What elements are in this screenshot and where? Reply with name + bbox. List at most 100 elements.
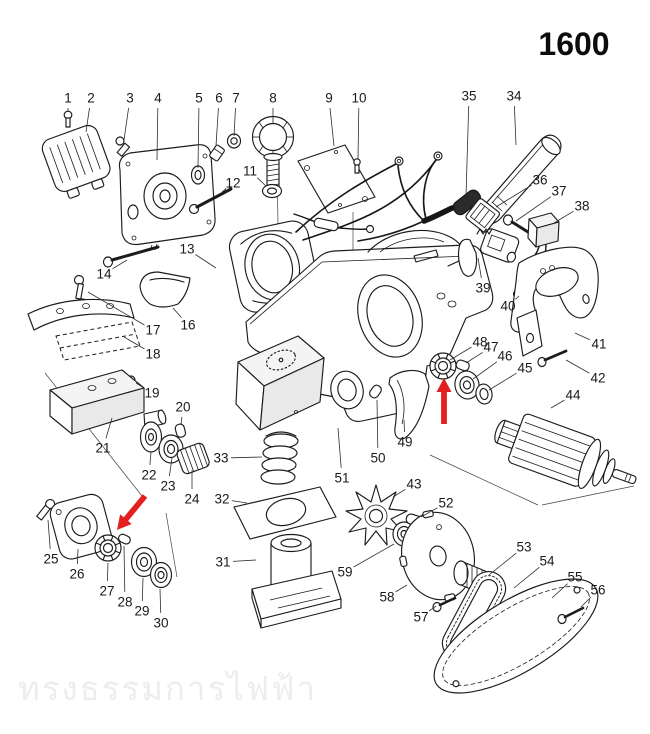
leader-line-part-57	[428, 605, 437, 612]
part-number-32: 32	[214, 492, 229, 507]
part-48-toothed-lock-washer	[429, 352, 457, 380]
part-number-55: 55	[567, 570, 582, 585]
part-30-washer	[149, 561, 173, 589]
part-number-57: 57	[413, 610, 428, 625]
part-16-drum-clamp	[139, 271, 191, 308]
leader-line-part-51	[337, 427, 342, 469]
leader-line-part-37	[515, 196, 552, 222]
part-20-pin	[174, 423, 187, 438]
part-49-chip-deflector	[388, 369, 430, 440]
part-number-46: 46	[497, 349, 512, 364]
part-number-24: 24	[184, 492, 200, 507]
part-number-26: 26	[69, 567, 84, 582]
part-number-42: 42	[590, 371, 605, 386]
part-number-29: 29	[134, 604, 149, 619]
leader-line-part-41	[574, 332, 591, 341]
part-45-washer	[475, 383, 493, 405]
part-number-49: 49	[397, 435, 412, 450]
leader-line-part-58	[395, 584, 408, 593]
leader-line-part-56	[580, 596, 592, 608]
part-56-screw	[557, 606, 585, 625]
part-number-13: 13	[179, 242, 194, 257]
part-11-washer	[261, 183, 283, 199]
leader-line-part-39	[477, 257, 482, 279]
leader-line-part-9	[329, 107, 335, 147]
leader-line-part-19	[135, 382, 144, 389]
part-number-36: 36	[532, 173, 547, 188]
part-number-48: 48	[472, 335, 487, 350]
leader-line-part-29	[141, 577, 144, 602]
leader-line-part-50	[376, 399, 379, 449]
part-number-43: 43	[406, 477, 421, 492]
part-29-bearing	[130, 546, 158, 578]
part-number-58: 58	[379, 590, 394, 605]
part-number-8: 8	[269, 91, 277, 106]
part-47-pin	[455, 359, 470, 372]
leader-line-part-34	[514, 105, 517, 146]
part-number-39: 39	[475, 281, 490, 296]
part-14-bolt	[102, 243, 160, 268]
leader-line-part-40	[515, 295, 520, 300]
leader-line-part-27	[107, 562, 109, 582]
leader-line-part-42	[565, 359, 590, 374]
leader-line-part-45	[488, 372, 517, 391]
part-37-screw	[502, 214, 530, 234]
leader-line-part-21	[105, 417, 113, 439]
part-41-handle-bracket	[510, 246, 599, 357]
part-number-21: 21	[95, 441, 110, 456]
leader-line-part-3	[123, 107, 129, 141]
part-number-25: 25	[43, 552, 58, 567]
part-18-blade-cover	[27, 298, 141, 361]
leader-line-part-46	[472, 361, 498, 380]
part-number-6: 6	[215, 91, 223, 106]
part-46-bearing	[454, 370, 480, 400]
part-number-27: 27	[99, 584, 114, 599]
part-number-45: 45	[517, 361, 532, 376]
part-39-switch	[457, 228, 520, 277]
leader-line-part-35	[465, 105, 470, 197]
leader-line-part-12	[221, 188, 226, 193]
part-number-59: 59	[337, 565, 352, 580]
model-number: 1600	[538, 26, 610, 62]
part-28-pin	[118, 533, 131, 545]
part-number-9: 9	[325, 91, 333, 106]
part-number-41: 41	[591, 337, 606, 352]
part-number-11: 11	[243, 164, 257, 179]
part-32-base-plate	[233, 486, 337, 540]
part-number-23: 23	[160, 479, 175, 494]
part-number-12: 12	[225, 176, 240, 191]
part-1-screw	[63, 110, 73, 128]
leader-line-part-22	[149, 451, 152, 466]
leader-line-part-32	[231, 500, 248, 504]
leader-line-part-2	[85, 107, 90, 133]
leader-line-part-5	[197, 107, 200, 169]
leader-line-part-54	[513, 566, 540, 589]
part-number-5: 5	[195, 91, 203, 106]
leader-line-part-16	[172, 307, 182, 318]
part-12-bolt	[188, 185, 233, 215]
part-33-coil-spring	[260, 431, 299, 485]
part-number-33: 33	[213, 451, 228, 466]
leader-line-part-11	[257, 177, 267, 187]
part-number-14: 14	[96, 267, 112, 282]
red-arrow-lock-washer-27	[117, 494, 148, 530]
red-arrow-lock-washer-48	[436, 378, 452, 424]
part-number-52: 52	[438, 496, 453, 511]
leader-line-part-23	[169, 457, 173, 477]
part-44-armature	[494, 413, 637, 490]
part-number-53: 53	[516, 540, 531, 555]
part-22-flange-washer	[139, 421, 163, 453]
leader-line-part-38	[553, 210, 574, 224]
part-3-screw	[115, 136, 131, 157]
part-4-housing-cover	[118, 144, 216, 246]
part-number-40: 40	[500, 299, 515, 314]
part-57-screw	[432, 596, 457, 613]
part-number-54: 54	[539, 554, 555, 569]
part-25-screw	[36, 498, 56, 521]
part-number-28: 28	[117, 595, 132, 610]
part-31-base-assembly	[251, 533, 342, 629]
part-number-20: 20	[175, 400, 190, 415]
